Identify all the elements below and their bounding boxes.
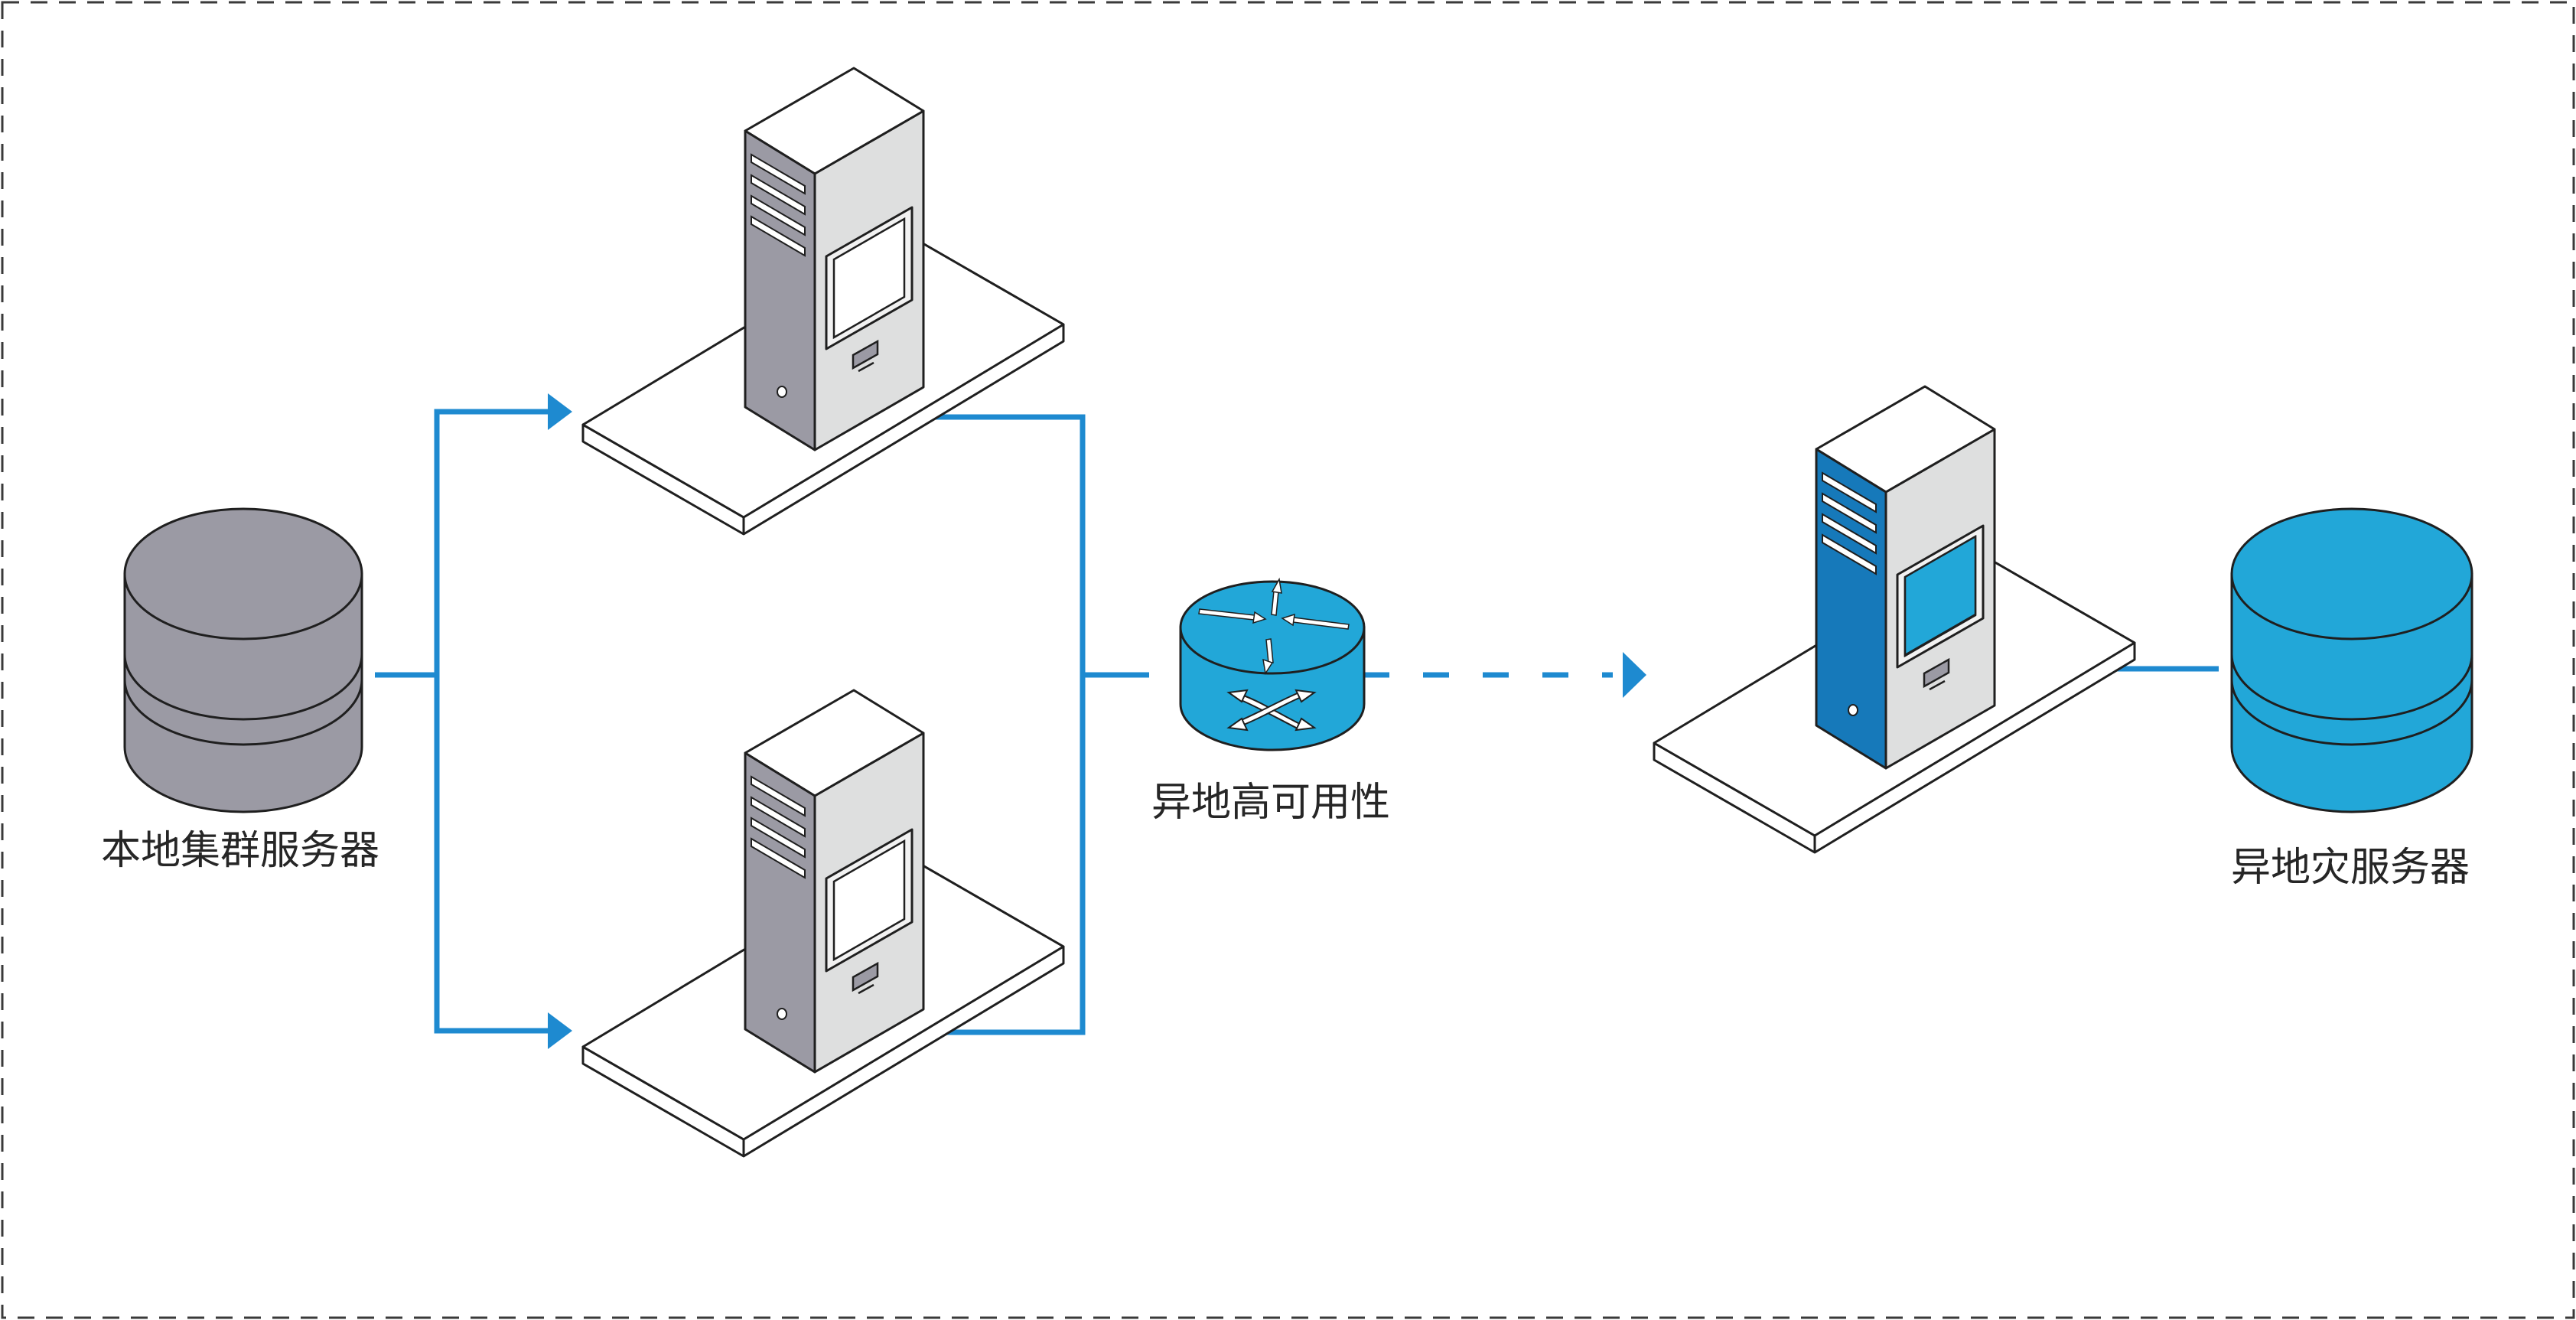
arrowhead-remote-server xyxy=(1623,652,1646,698)
connector-split xyxy=(434,409,548,1034)
high-availability-label: 异地高可用性 xyxy=(1151,780,1391,826)
remote-dr-label: 异地灾服务器 xyxy=(2231,845,2470,891)
remote-server-screen xyxy=(1904,534,1977,657)
remote-server-icon xyxy=(1653,385,2136,854)
server-bottom-icon xyxy=(581,689,1065,1158)
local-cluster-label: 本地集群服务器 xyxy=(101,828,380,874)
router-icon xyxy=(1179,577,1366,751)
connector-merge xyxy=(913,414,1086,1035)
server-top-icon xyxy=(581,67,1065,536)
arrowhead-top-server xyxy=(548,393,572,430)
local-database-icon xyxy=(123,507,363,813)
arrowhead-bottom-server xyxy=(548,1012,572,1049)
remote-database-icon xyxy=(2230,507,2473,813)
